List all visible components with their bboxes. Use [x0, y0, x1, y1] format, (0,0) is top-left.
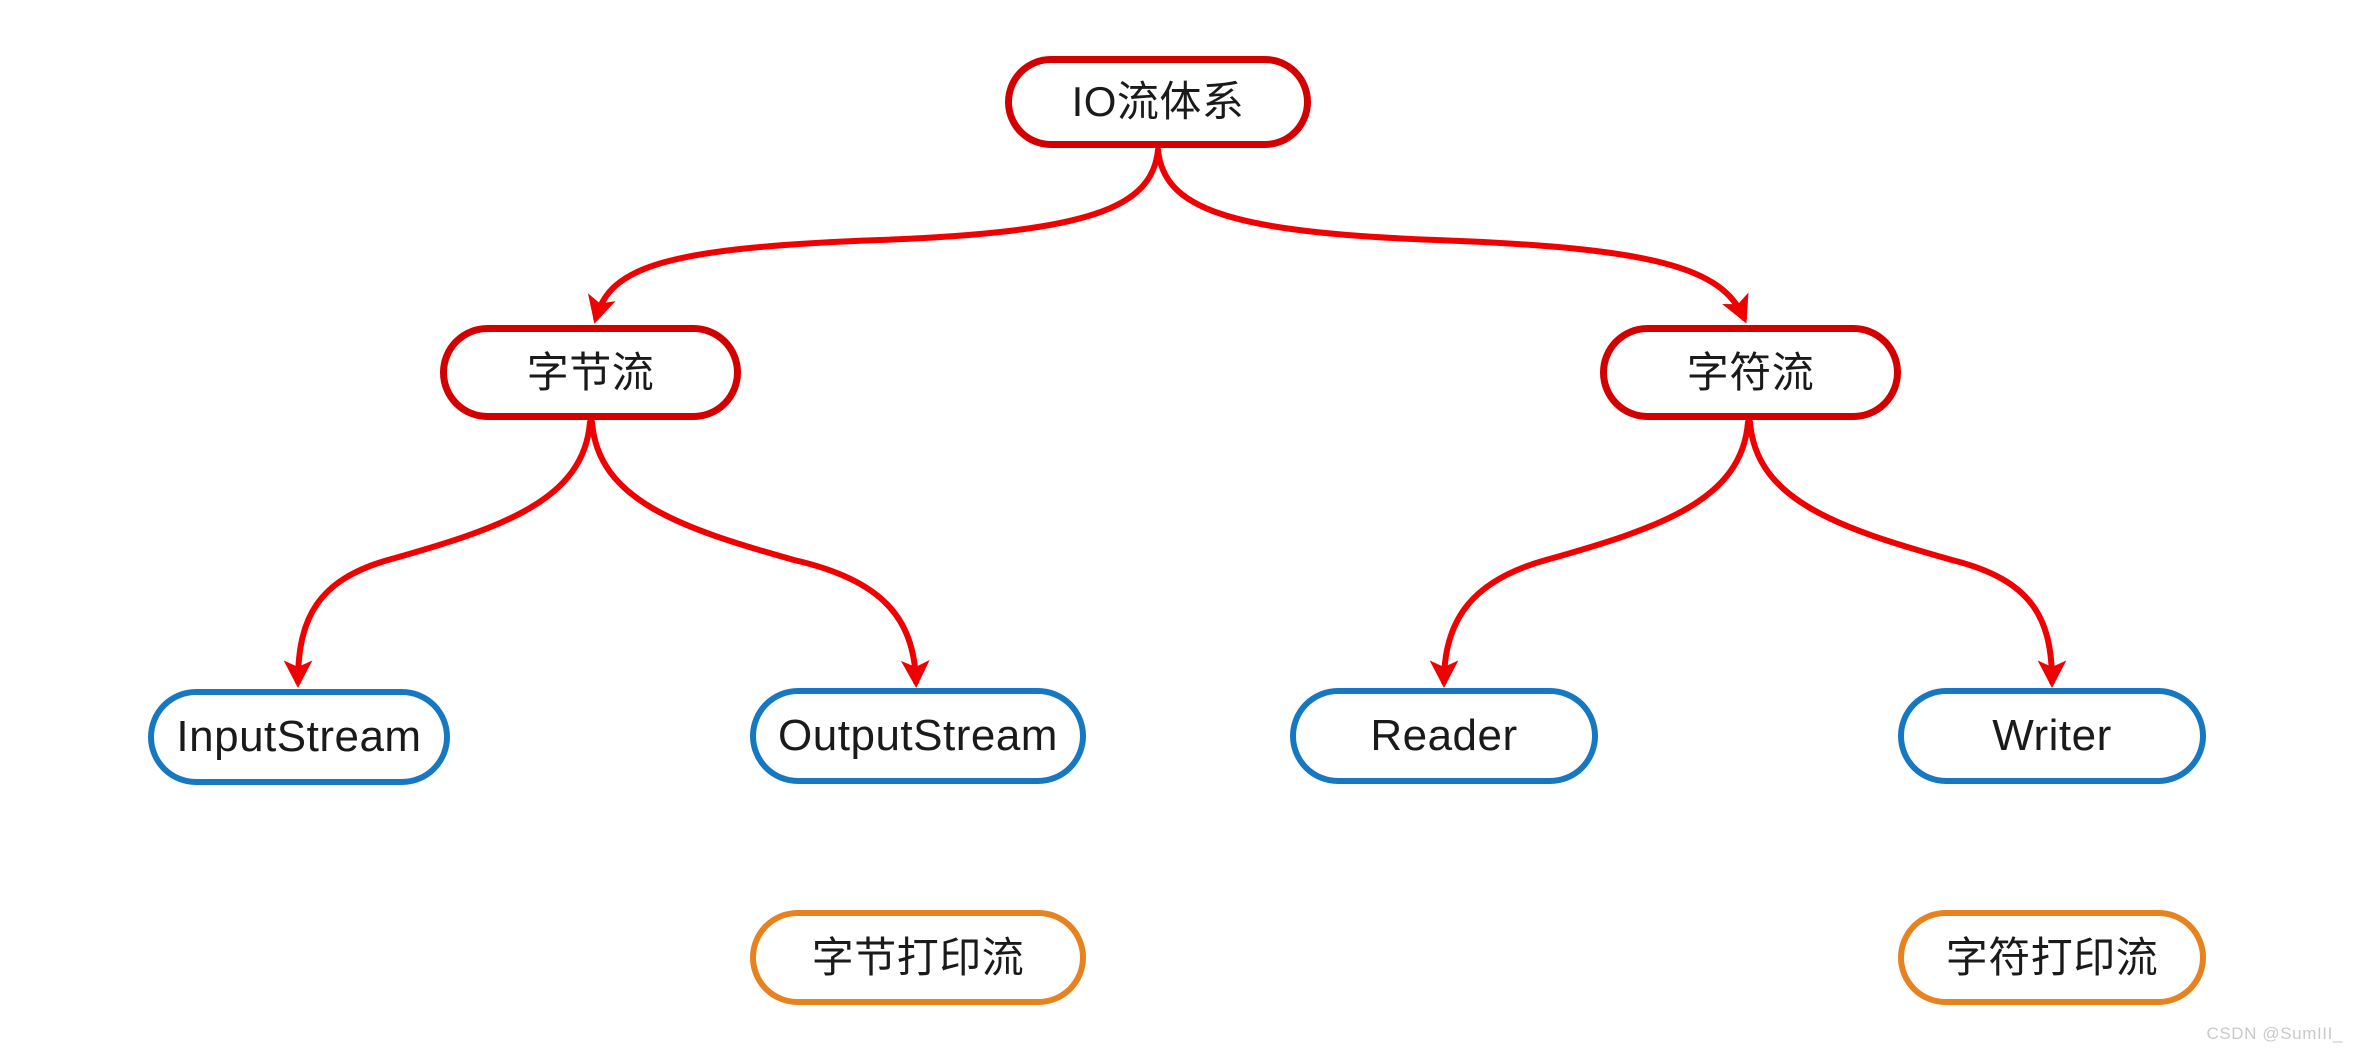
node-root[interactable]: IO流体系 [1005, 56, 1311, 148]
node-label-input-stream: InputStream [176, 712, 422, 761]
node-label-root: IO流体系 [1071, 78, 1245, 125]
edge-byte-stream-to-output-stream [589, 419, 930, 688]
node-label-reader: Reader [1370, 711, 1518, 760]
edge-char-stream-to-reader [1429, 419, 1751, 688]
edge-char-stream-to-writer [1747, 419, 2067, 689]
node-label-output-stream: OutputStream [778, 711, 1058, 760]
node-label-char-stream: 字符流 [1686, 348, 1815, 396]
node-byte-print-stream[interactable]: 字节打印流 [750, 910, 1086, 1005]
node-label-byte-print-stream: 字节打印流 [811, 933, 1025, 981]
watermark: CSDN @SumIII_ [2206, 1024, 2343, 1043]
node-label-char-print-stream: 字符打印流 [1945, 933, 2159, 981]
edge-root-to-byte-stream [587, 147, 1161, 324]
node-byte-stream[interactable]: 字节流 [440, 325, 741, 420]
node-output-stream[interactable]: OutputStream [750, 688, 1086, 784]
node-writer[interactable]: Writer [1898, 688, 2206, 784]
node-char-print-stream[interactable]: 字符打印流 [1898, 910, 2206, 1005]
edge-root-to-char-stream [1155, 147, 1749, 324]
node-char-stream[interactable]: 字符流 [1600, 325, 1901, 420]
node-label-byte-stream: 字节流 [526, 348, 655, 396]
node-input-stream[interactable]: InputStream [148, 689, 450, 785]
node-label-writer: Writer [1992, 711, 2112, 760]
edge-byte-stream-to-input-stream [283, 419, 593, 689]
node-reader[interactable]: Reader [1290, 688, 1598, 784]
